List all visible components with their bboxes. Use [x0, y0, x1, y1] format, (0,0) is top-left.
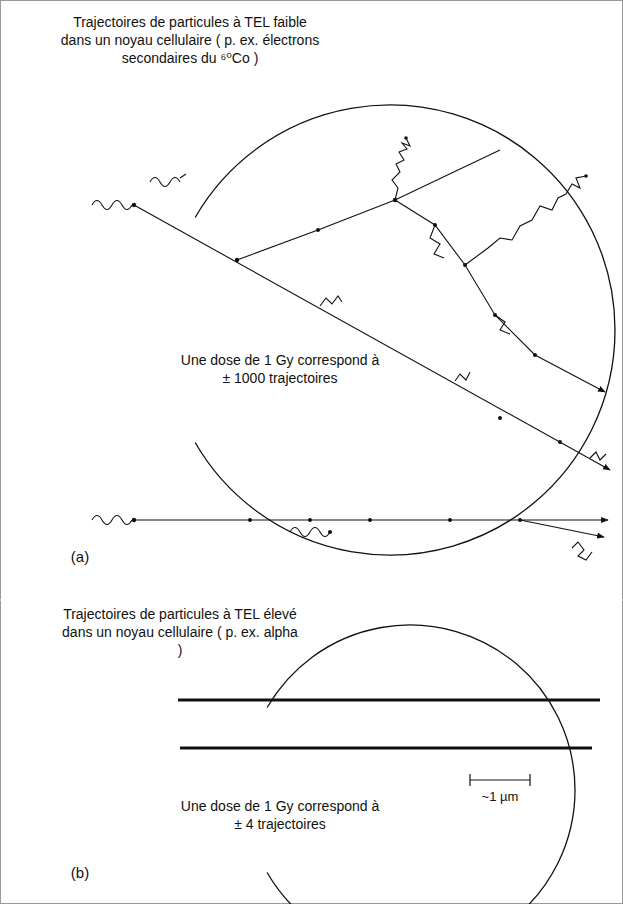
alpha-track [180, 746, 592, 749]
nucleus-outline [165, 105, 615, 555]
ionisation-dots [132, 136, 588, 534]
scale-bar [470, 774, 530, 786]
dose-note: Une dose de 1 Gy correspond à ± 4 trajec… [180, 798, 380, 834]
nucleus-arc [267, 625, 575, 904]
dose-note: Une dose de 1 Gy correspond à ± 1000 tra… [180, 352, 380, 388]
photon-wave [92, 516, 132, 525]
electron-tangle [392, 138, 410, 200]
delta-ray [237, 150, 500, 260]
electron-track [134, 205, 610, 470]
cell-nucleus: Trajectoires de particules à TEL faible … [165, 105, 615, 555]
photon-wave [150, 178, 180, 187]
panel-heading: Trajectoires de particules à TEL élevé d… [60, 606, 300, 659]
scale-label: ~1 µm [482, 789, 519, 805]
alpha-track [178, 698, 600, 701]
panel-letter: (b) [71, 864, 89, 882]
delta-ray [395, 200, 605, 392]
nucleus-outline [245, 625, 575, 904]
high-let-tracks [178, 700, 600, 786]
nucleus-arc [195, 105, 615, 555]
low-let-tracks [92, 138, 610, 560]
cell-nucleus: Trajectoires de particules à TEL élevé d… [245, 625, 575, 904]
delta-ray [520, 520, 604, 537]
electron-tangle [465, 176, 586, 265]
panel-heading: Trajectoires de particules à TEL faible … [59, 14, 321, 67]
photon-wave [92, 201, 132, 210]
panel-letter: (a) [71, 548, 89, 566]
